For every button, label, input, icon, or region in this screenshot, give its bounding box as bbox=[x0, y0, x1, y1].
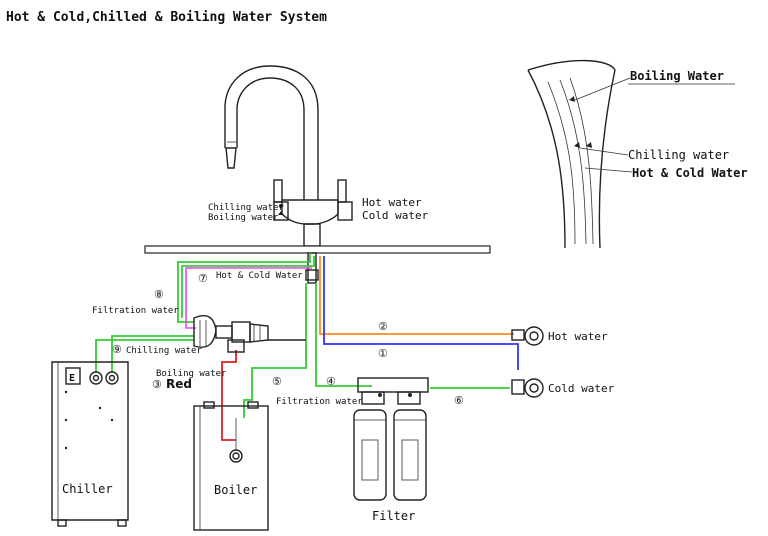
spout-cross-section-inset bbox=[527, 59, 633, 249]
faucet bbox=[224, 65, 353, 247]
cold-water-tap-label: Cold water bbox=[362, 209, 429, 222]
chilling-water-tap-label: Chilling water bbox=[208, 203, 284, 213]
hot-water-valve-label: Hot water bbox=[548, 330, 608, 343]
boiling-water-tap-label: Boiling water bbox=[208, 213, 279, 223]
diagram-title: Hot & Cold,Chilled & Boiling Water Syste… bbox=[6, 10, 327, 25]
cold-water-valve bbox=[511, 378, 544, 398]
boiling-water-inset-label: Boiling Water bbox=[630, 69, 724, 83]
filter-label: Filter bbox=[372, 509, 415, 523]
chilling-water-inset-label: Chilling water bbox=[628, 148, 729, 162]
marker-5: ⑤ bbox=[272, 375, 282, 388]
marker-4: ④ bbox=[326, 375, 336, 388]
marker-6: ⑥ bbox=[454, 394, 464, 407]
filtration-water-lines bbox=[95, 253, 510, 418]
hot-water-valve bbox=[511, 326, 544, 346]
boiler-unit bbox=[193, 401, 269, 531]
hot-cold-water-inset-label: Hot & Cold Water bbox=[632, 166, 748, 180]
hot-water-tap-label: Hot water bbox=[362, 196, 422, 209]
filter-unit bbox=[353, 377, 429, 501]
filtration-water-left-label: Filtration water bbox=[92, 306, 179, 316]
svg-text:E: E bbox=[69, 373, 75, 384]
countertop bbox=[144, 245, 491, 254]
boiling-water-line-label: Boiling water bbox=[156, 369, 227, 379]
hot-water-line bbox=[319, 256, 514, 335]
marker-1: ① bbox=[378, 347, 388, 360]
chiller-unit: E bbox=[51, 361, 129, 527]
marker-7: ⑦ bbox=[198, 272, 208, 285]
boiler-label: Boiler bbox=[214, 483, 257, 497]
chiller-label: Chiller bbox=[62, 482, 113, 496]
marker-9: ⑨ bbox=[112, 343, 122, 356]
marker-2: ② bbox=[378, 320, 388, 333]
cold-water-line bbox=[323, 256, 519, 370]
marker-8: ⑧ bbox=[154, 288, 164, 301]
cold-water-valve-label: Cold water bbox=[548, 382, 615, 395]
chilling-water-line-label: Chilling water bbox=[126, 346, 202, 356]
filtration-water-bottom-label: Filtration water bbox=[276, 397, 363, 407]
marker-3: ③ bbox=[152, 378, 162, 391]
boiling-water-line bbox=[221, 350, 237, 441]
hot-cold-water-line-label: Hot & Cold Water bbox=[216, 271, 303, 281]
hot-cold-supply-line bbox=[185, 267, 312, 329]
red-label: Red bbox=[166, 377, 192, 391]
distribution-manifold bbox=[193, 314, 269, 353]
